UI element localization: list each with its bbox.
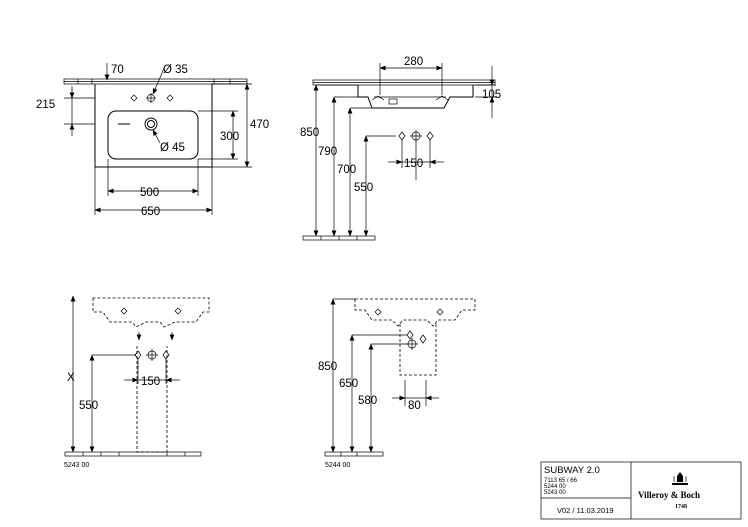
dim-550-front: 550 — [79, 400, 98, 412]
dim-150-front: 150 — [141, 376, 160, 388]
dim-hole-35: Ø 35 — [163, 64, 188, 76]
basin-outline — [94, 84, 213, 168]
dim-550: 550 — [354, 182, 373, 194]
dim-70: 70 — [111, 64, 124, 76]
basin-profile — [357, 85, 474, 109]
drain-hole — [144, 117, 158, 131]
dim-hole-45: Ø 45 — [160, 142, 185, 154]
side-siphon-code: 5244 00 — [325, 462, 350, 469]
version-date: V02 / 11.03.2019 — [557, 506, 614, 515]
code-line-2: 5244 00 — [544, 484, 566, 490]
top-view: 70 Ø 35 215 470 300 Ø 45 500 650 — [36, 63, 269, 218]
side-view: 280 105 850 790 700 550 — [300, 56, 501, 241]
dim-580: 580 — [358, 395, 377, 407]
tap-holes — [130, 93, 174, 103]
brand-logo-icon: Villeroy & Boch 1748 — [638, 472, 700, 510]
basin-bowl — [107, 110, 199, 160]
side-siphon-connections — [404, 330, 427, 406]
side-connection-symbols — [398, 130, 434, 180]
dim-215: 215 — [36, 99, 55, 111]
dim-300: 300 — [220, 131, 239, 143]
dim-850-siphon: 850 — [318, 361, 337, 373]
front-code: 5243 00 — [64, 462, 89, 469]
dim-105: 105 — [482, 89, 501, 101]
side-basin-outline — [354, 298, 476, 327]
front-basin-outline — [92, 297, 210, 328]
dim-500: 500 — [140, 187, 159, 199]
dim-850: 850 — [300, 127, 319, 139]
side-siphon-body — [399, 324, 437, 376]
dim-790: 790 — [318, 146, 337, 158]
product-name: SUBWAY 2.0 — [544, 465, 600, 476]
dim-150-side: 150 — [404, 158, 423, 170]
front-siphon-view: 150 X 550 5243 00 — [64, 295, 210, 469]
dim-80: 80 — [408, 400, 421, 412]
dim-650: 650 — [141, 206, 160, 218]
side-siphon-view: 850 650 580 80 5244 00 — [318, 298, 476, 469]
dim-700: 700 — [337, 164, 356, 176]
brand-year: 1748 — [675, 504, 687, 510]
brand-name: Villeroy & Boch — [638, 490, 700, 500]
dim-x: X — [67, 372, 75, 384]
code-line-1: 7113 65 / 66 — [544, 478, 578, 484]
side-siphon-floor — [324, 451, 384, 457]
title-block: SUBWAY 2.0 7113 65 / 66 5244 00 5243 00 … — [540, 461, 742, 520]
front-floor — [64, 451, 202, 457]
dim-470: 470 — [250, 119, 269, 131]
dim-650: 650 — [339, 378, 358, 390]
front-siphon-body — [136, 346, 168, 453]
code-line-3: 5243 00 — [544, 490, 566, 496]
dim-280: 280 — [404, 56, 423, 68]
